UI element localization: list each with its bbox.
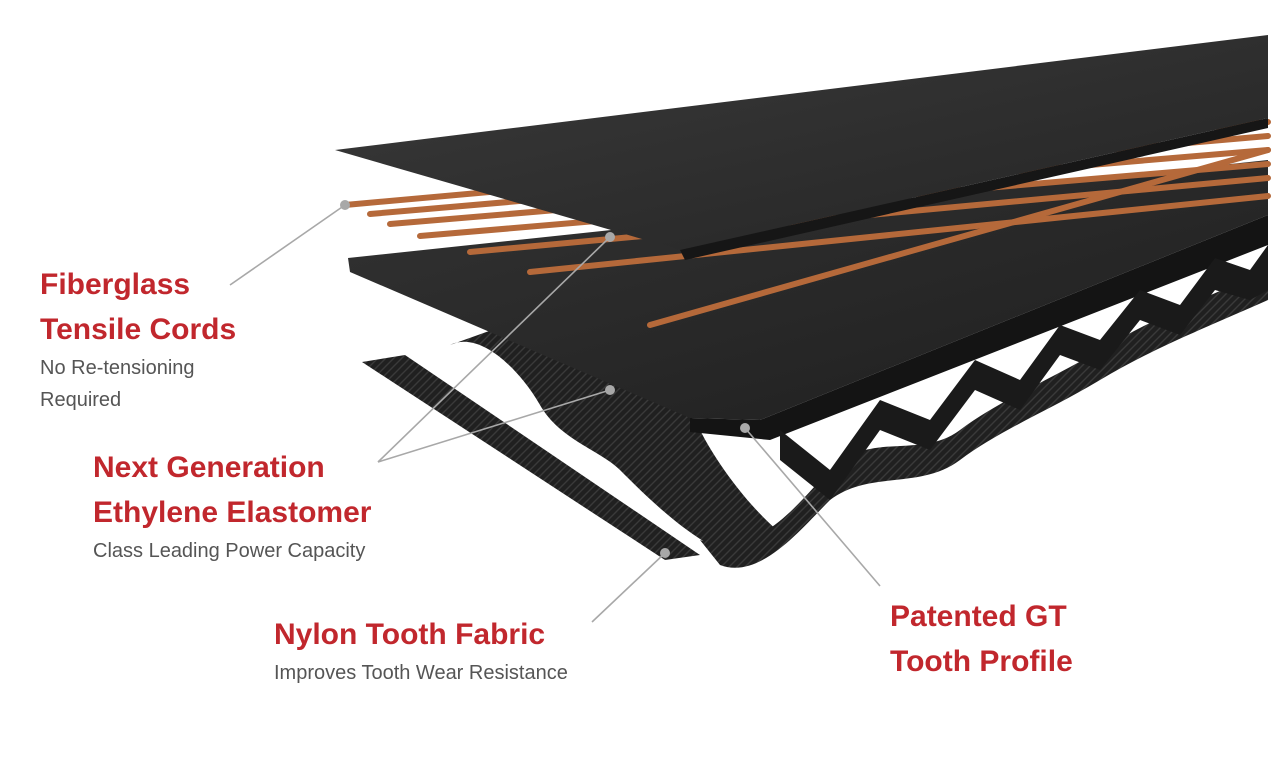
leader-dots [340, 200, 750, 558]
elastomer-title: Next Generation Ethylene Elastomer [93, 445, 371, 535]
profile-title: Patented GT Tooth Profile [890, 594, 1073, 684]
fiberglass-sub-line-2: Required [40, 389, 122, 411]
callout-fiberglass: Fiberglass Tensile Cords No Re-tensionin… [40, 262, 236, 416]
callout-elastomer: Next Generation Ethylene Elastomer Class… [93, 445, 371, 567]
elastomer-sub-line-1: Class Leading Power Capacity [93, 540, 366, 562]
nylon-fabric-layer [362, 270, 1268, 568]
elastomer-subtitle: Class Leading Power Capacity [93, 535, 371, 567]
callout-tooth-profile: Patented GT Tooth Profile [890, 594, 1073, 684]
elastomer-title-line-1: Next Generation [93, 451, 325, 484]
nylon-title: Nylon Tooth Fabric [274, 612, 568, 657]
nylon-sub-line-1: Improves Tooth Wear Resistance [274, 662, 568, 684]
fiberglass-title-line-2: Tensile Cords [40, 313, 237, 346]
fiberglass-title: Fiberglass Tensile Cords [40, 262, 236, 352]
callout-nylon: Nylon Tooth Fabric Improves Tooth Wear R… [274, 612, 568, 689]
elastomer-layer [348, 160, 1268, 500]
profile-title-line-1: Patented GT [890, 600, 1067, 633]
fiberglass-title-line-1: Fiberglass [40, 268, 191, 301]
fiberglass-subtitle: No Re-tensioning Required [40, 352, 236, 416]
nylon-subtitle: Improves Tooth Wear Resistance [274, 657, 568, 689]
fiberglass-sub-line-1: No Re-tensioning [40, 357, 195, 379]
profile-title-line-2: Tooth Profile [890, 645, 1073, 678]
top-rubber-sheet [335, 35, 1268, 260]
nylon-title-line-1: Nylon Tooth Fabric [274, 618, 546, 651]
leader-lines [229, 204, 881, 623]
elastomer-title-line-2: Ethylene Elastomer [93, 496, 372, 529]
